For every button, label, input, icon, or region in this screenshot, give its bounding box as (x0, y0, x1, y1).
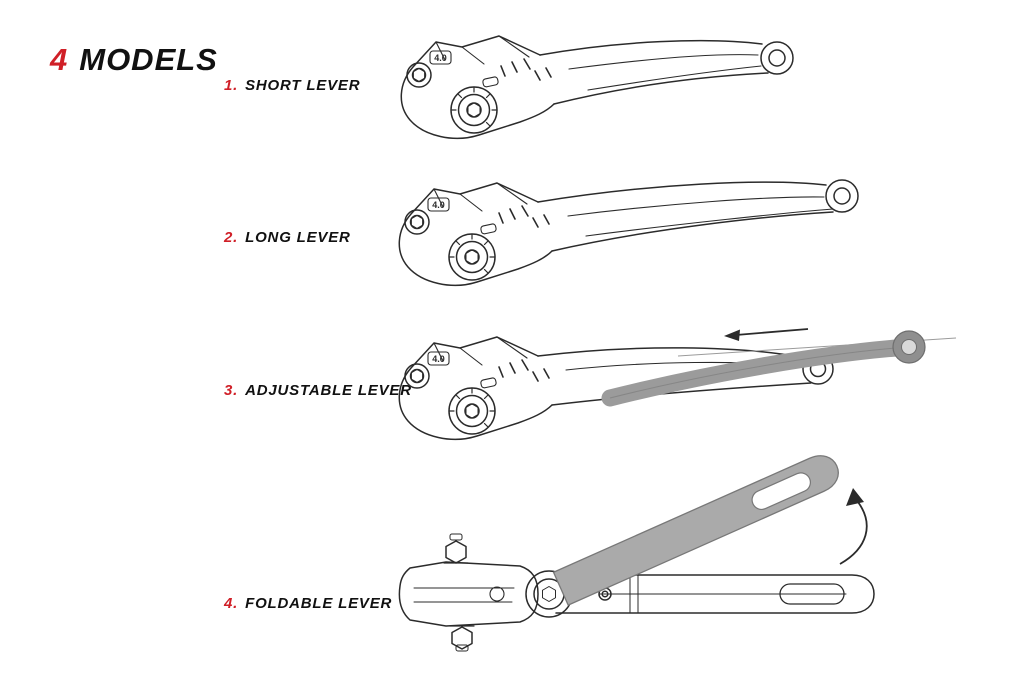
model-number: 2. (224, 229, 239, 246)
model-name: FOLDABLE LEVER (245, 595, 393, 612)
adjuster-dial (448, 387, 496, 435)
adjuster-dial (450, 86, 498, 134)
title-number: 4 (50, 42, 69, 77)
spring-window (482, 76, 499, 88)
model-label-foldable-lever: 4. FOLDABLE LEVER (224, 595, 392, 612)
model-number: 4. (224, 595, 239, 612)
lever-slot (779, 583, 845, 605)
adjustable-lever-illustration: 4.0 (398, 328, 957, 440)
lever-body (400, 35, 555, 139)
spring-window (480, 377, 497, 389)
model-name: SHORT LEVER (245, 77, 361, 94)
dial-badge (427, 351, 450, 366)
lever-blade (539, 39, 794, 105)
adjuster-dial (448, 233, 496, 281)
mount-bolt (404, 209, 430, 235)
lever-blade (537, 179, 859, 252)
adjusted-position-overlay (601, 330, 957, 407)
dial-value-label: 4.0 (434, 53, 447, 63)
lever-body (398, 182, 553, 286)
bottom-bolt (449, 625, 475, 652)
model-label-long-lever: 2. LONG LEVER (224, 229, 351, 246)
model-name: ADJUSTABLE LEVER (245, 382, 412, 399)
spring-window (480, 223, 497, 235)
title-word: MODELS (79, 42, 218, 77)
model-label-short-lever: 1. SHORT LEVER (224, 77, 360, 94)
model-name: LONG LEVER (245, 229, 351, 246)
mount-bolt (404, 363, 430, 389)
dial-value-label: 4.0 (432, 200, 445, 210)
long-lever-illustration: 4.0 (398, 179, 859, 286)
fold-arrow-icon (839, 488, 868, 565)
short-lever-illustration: 4.0 (400, 35, 794, 139)
top-bolt (443, 533, 469, 564)
reach-arrow-icon (724, 328, 809, 341)
page-title: 4 MODELS (50, 42, 218, 78)
dial-value-label: 4.0 (432, 354, 445, 364)
lever-body (398, 336, 553, 440)
dial-badge (429, 50, 452, 65)
clamp-bracket (398, 533, 539, 652)
model-number: 1. (224, 77, 239, 94)
folded-position-overlay (552, 455, 839, 607)
ratchet-marks (500, 58, 552, 81)
foldable-lever-illustration (398, 455, 875, 652)
ratchet-marks (498, 205, 550, 228)
dial-badge (427, 197, 450, 212)
model-number: 3. (224, 382, 239, 399)
lever-blade-horizontal (555, 574, 875, 614)
model-label-adjustable-lever: 3. ADJUSTABLE LEVER (224, 382, 412, 399)
ratchet-marks (498, 359, 550, 382)
mount-bolt (406, 62, 432, 88)
